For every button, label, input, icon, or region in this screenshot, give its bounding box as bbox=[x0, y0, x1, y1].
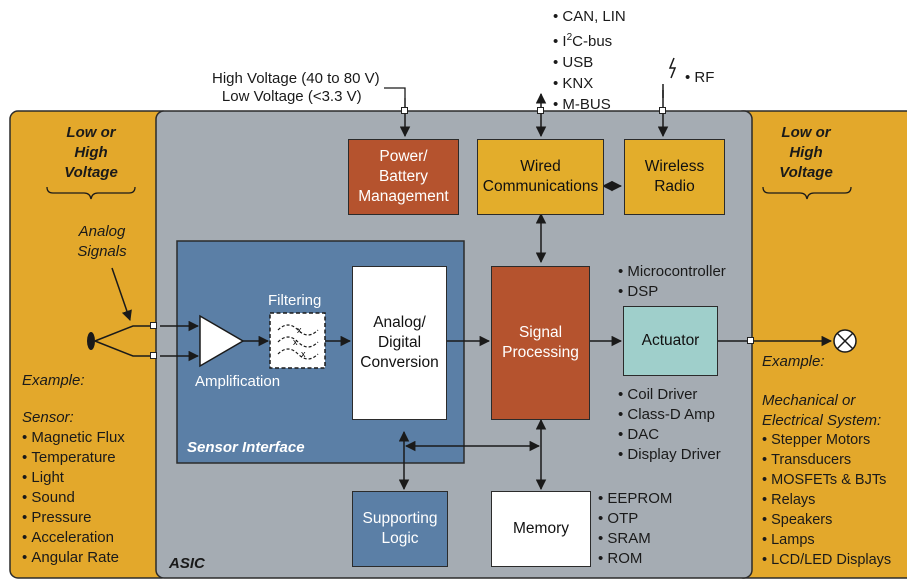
filter-block bbox=[269, 312, 326, 369]
analog-signals-label: Analog Signals bbox=[77, 223, 127, 260]
power-connector bbox=[401, 107, 408, 114]
list-item: Lamps bbox=[762, 530, 891, 550]
system-list: Stepper Motors Transducers MOSFETs & BJT… bbox=[762, 430, 891, 570]
rf-label: RF bbox=[685, 68, 714, 88]
svg-text:x: x bbox=[293, 337, 298, 347]
memory-block: Memory bbox=[491, 491, 591, 567]
list-item: Stepper Motors bbox=[762, 430, 891, 450]
voltage-label: High Voltage (40 to 80 V) Low Voltage (<… bbox=[212, 70, 380, 105]
wireless-connector bbox=[659, 107, 666, 114]
list-item: EEPROM bbox=[598, 489, 672, 509]
svg-text:x: x bbox=[301, 349, 306, 359]
list-item: Relays bbox=[762, 490, 891, 510]
list-item: Magnetic Flux bbox=[22, 428, 124, 448]
list-item: SRAM bbox=[598, 529, 672, 549]
sensor-element bbox=[87, 332, 95, 350]
sensor-label: Sensor: bbox=[22, 409, 74, 426]
asic-label: ASIC bbox=[169, 555, 205, 572]
list-item: Transducers bbox=[762, 450, 891, 470]
sensor-list: Magnetic Flux Temperature Light Sound Pr… bbox=[22, 428, 125, 568]
processor-list: Microcontroller DSP bbox=[618, 262, 726, 302]
right-heading-brace bbox=[762, 186, 852, 200]
right-heading: Low or High Voltage bbox=[779, 124, 833, 181]
output-connector bbox=[747, 337, 754, 344]
svg-text:x: x bbox=[297, 325, 302, 335]
amplifier-symbol bbox=[199, 314, 245, 368]
wired-connector bbox=[537, 107, 544, 114]
list-item: Coil Driver bbox=[618, 385, 721, 405]
right-example-label: Example: bbox=[762, 353, 825, 370]
list-item: ROM bbox=[598, 549, 672, 569]
list-item: KNX bbox=[553, 73, 626, 94]
list-item: Sound bbox=[22, 488, 125, 508]
list-item: M-BUS bbox=[553, 94, 626, 115]
list-item: USB bbox=[553, 52, 626, 73]
filtering-label: Filtering bbox=[268, 292, 322, 309]
list-item: Microcontroller bbox=[618, 262, 725, 282]
list-item: DAC bbox=[618, 425, 721, 445]
list-item: Acceleration bbox=[22, 528, 125, 548]
list-item: Pressure bbox=[22, 508, 125, 528]
list-item: OTP bbox=[598, 509, 672, 529]
system-label: Mechanical or Electrical System: bbox=[762, 392, 882, 429]
left-heading-brace bbox=[46, 186, 136, 200]
left-heading: Low or High Voltage bbox=[64, 124, 118, 181]
list-item: Display Driver bbox=[618, 445, 720, 465]
left-example-label: Example: bbox=[22, 372, 85, 389]
actuator-block: Actuator bbox=[623, 306, 718, 376]
list-item: Class-D Amp bbox=[618, 405, 721, 425]
input-connector-bottom bbox=[150, 352, 157, 359]
list-item: Light bbox=[22, 468, 125, 488]
wired-protocol-list: CAN, LIN I2C-bus USB KNX M-BUS bbox=[553, 6, 626, 115]
list-item: Temperature bbox=[22, 448, 125, 468]
sensor-interface-label: Sensor Interface bbox=[187, 439, 305, 456]
driver-list: Coil Driver Class-D Amp DAC Display Driv… bbox=[618, 385, 721, 465]
list-item: CAN, LIN bbox=[553, 6, 625, 27]
list-item: Angular Rate bbox=[22, 548, 125, 568]
memory-type-list: EEPROM OTP SRAM ROM bbox=[598, 489, 672, 569]
list-item: MOSFETs & BJTs bbox=[762, 470, 891, 490]
amplification-label: Amplification bbox=[195, 373, 281, 390]
input-connector-top bbox=[150, 322, 157, 329]
list-item: Speakers bbox=[762, 510, 891, 530]
list-item: LCD/LED Displays bbox=[762, 550, 891, 570]
list-item: DSP bbox=[618, 282, 726, 302]
rf-lightning-icon bbox=[668, 57, 677, 79]
list-item: I2C-bus bbox=[553, 27, 626, 52]
